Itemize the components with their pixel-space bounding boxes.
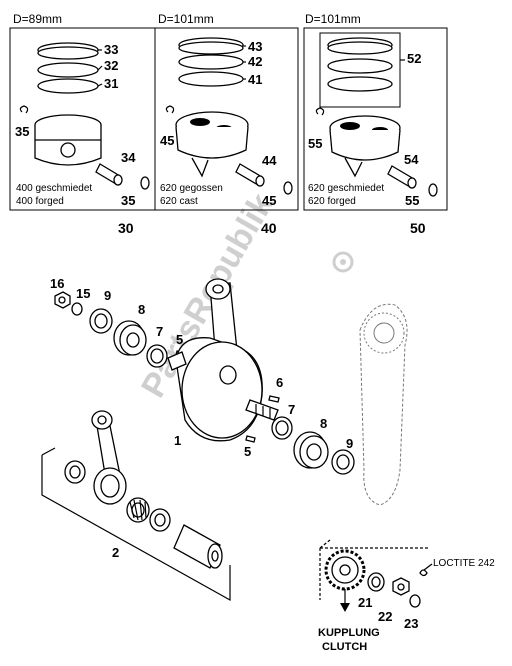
piston-ring-set: [37, 42, 99, 94]
panel-1-diameter: D=89mm: [13, 12, 62, 26]
piston-pin: [235, 163, 265, 187]
circlip-right: [428, 183, 438, 197]
label-43: 43: [248, 39, 262, 54]
panel-1-note-en: 400 forged: [16, 196, 64, 207]
panel-2-diameter: D=101mm: [158, 12, 214, 26]
label-23: 23: [404, 616, 418, 631]
circlip-right: [140, 176, 150, 190]
panel-3-note-de: 620 geschmiedet: [308, 183, 384, 194]
circlip-left: [19, 105, 29, 114]
label-5-right: 5: [244, 444, 251, 459]
panel-3-note-en: 620 forged: [308, 196, 356, 207]
label-2: 2: [112, 545, 119, 560]
crank-pin: [173, 524, 223, 569]
loctite-note: LOCTITE 242: [433, 558, 495, 569]
kit-label-30: 30: [118, 220, 134, 236]
shim-7-left: [146, 344, 168, 368]
conn-rod-kit-2: [41, 410, 231, 602]
label-41: 41: [248, 72, 262, 87]
label-35-right: 35: [121, 193, 135, 208]
label-35-left: 35: [15, 124, 29, 139]
label-8-left: 8: [138, 302, 145, 317]
primary-gear: [324, 549, 366, 591]
kit-label-40: 40: [261, 220, 277, 236]
clutch-label-de: KUPPLUNG: [318, 627, 380, 639]
piston-panel-101mm-forged: D=101mm 52 55 54 620 geschmiedet 620 for…: [303, 12, 448, 236]
washer-15: [71, 302, 83, 316]
label-9-left: 9: [104, 288, 111, 303]
gear-watermark-icon: [332, 251, 354, 273]
circlip-right: [283, 181, 293, 195]
piston-pin: [387, 165, 417, 189]
label-15: 15: [76, 286, 90, 301]
panel-3-diameter: D=101mm: [305, 12, 361, 26]
key-6: [268, 395, 280, 403]
bearing-8-right: [293, 431, 329, 469]
label-44: 44: [262, 153, 277, 168]
circlip-left: [165, 105, 175, 114]
seal-9-left: [89, 308, 113, 334]
conn-rod: [91, 410, 127, 505]
piston: [329, 115, 401, 178]
piston-panel-101mm-cast: D=101mm 43 42 41 45 44 620 gegossen: [154, 12, 299, 236]
washer-23: [409, 594, 421, 608]
label-9-right: 9: [346, 436, 353, 451]
bearing-8-left: [113, 320, 147, 356]
piston-panel-89mm: D=89mm 33 32 31 35 34 400 gesch: [9, 12, 156, 236]
key-5-right: [245, 435, 256, 443]
label-7-left: 7: [156, 324, 163, 339]
label-52: 52: [407, 51, 421, 66]
circlip-left: [315, 107, 325, 116]
label-55-right: 55: [405, 193, 419, 208]
panel-2-note-en: 620 cast: [160, 196, 198, 207]
nut-16: [54, 291, 71, 309]
piston: [175, 111, 249, 178]
crankshaft-1: [167, 278, 279, 442]
label-7-right: 7: [288, 402, 295, 417]
arrow-down-icon: [340, 603, 350, 612]
label-1: 1: [174, 433, 181, 448]
label-45-left: 45: [160, 133, 174, 148]
label-33: 33: [104, 42, 118, 57]
panel-2-note-de: 620 gegossen: [160, 183, 223, 194]
label-54: 54: [404, 152, 419, 167]
label-34: 34: [121, 150, 136, 165]
label-31: 31: [104, 76, 118, 91]
label-45-right: 45: [262, 193, 276, 208]
label-8-right: 8: [320, 416, 327, 431]
loctite-drop: [419, 569, 428, 577]
seal-9-right: [331, 449, 355, 475]
primary-chain-outline: [359, 303, 408, 506]
label-42: 42: [248, 54, 262, 69]
label-5-left: 5: [176, 332, 183, 347]
shim-7-right: [271, 416, 293, 440]
label-22: 22: [378, 609, 392, 624]
label-16: 16: [50, 276, 64, 291]
label-6: 6: [276, 375, 283, 390]
needle-bearing: [126, 497, 150, 523]
ring-set-box: [319, 32, 401, 108]
piston-ring-set: [178, 37, 244, 87]
label-55-left: 55: [308, 136, 322, 151]
piston-pin: [95, 163, 123, 186]
clutch-label-en: CLUTCH: [322, 641, 367, 653]
label-21: 21: [358, 595, 372, 610]
panel-1-note-de: 400 geschmiedet: [16, 183, 92, 194]
piston: [34, 114, 102, 166]
label-32: 32: [104, 58, 118, 73]
clutch-gear-group: [319, 539, 433, 612]
kit-label-50: 50: [410, 220, 426, 236]
piston-ring-set: [327, 37, 393, 92]
